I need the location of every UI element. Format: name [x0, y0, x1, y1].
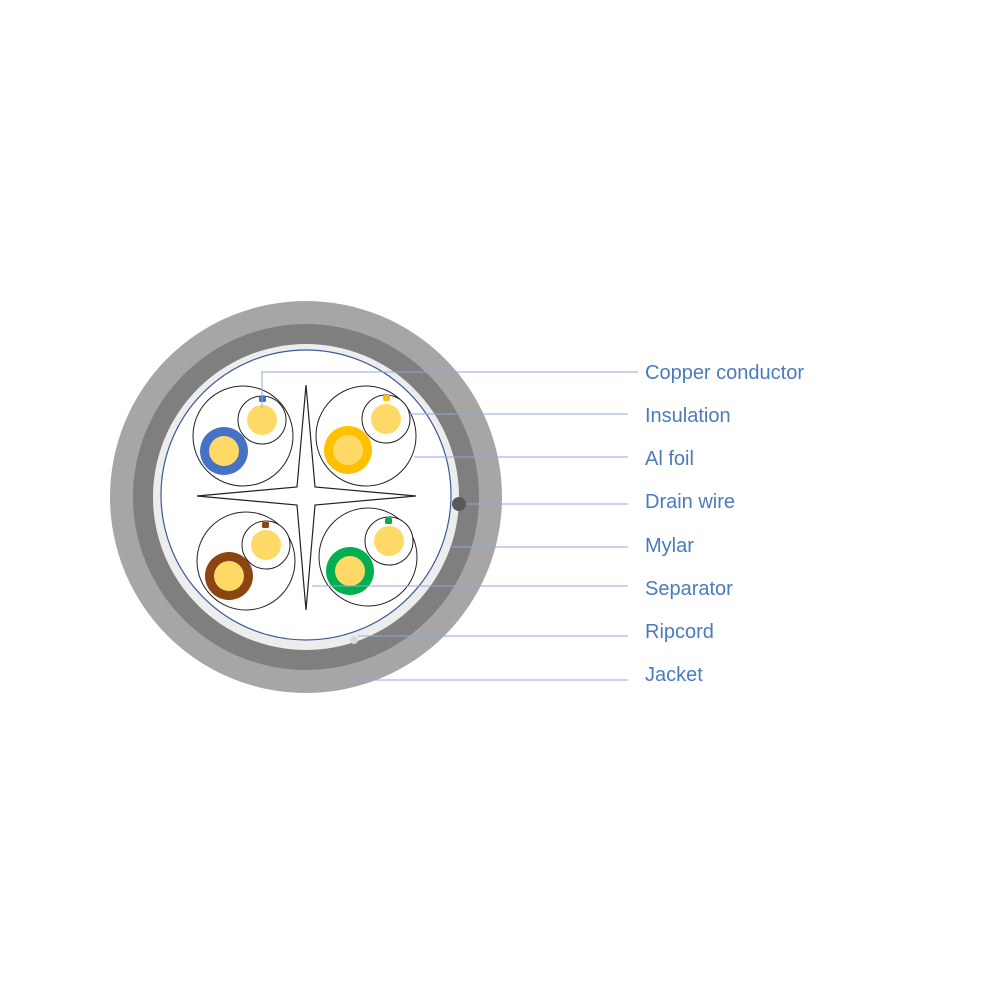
label-separator: Separator [645, 578, 733, 600]
pair-brown-conductor-b [251, 530, 281, 560]
pair-orange-conductor-b [371, 404, 401, 434]
pair-green-conductor-a [335, 556, 365, 586]
pair-brown-conductor-a [214, 561, 244, 591]
label-jacket: Jacket [645, 664, 703, 686]
leader-copper-conductor [261, 371, 638, 408]
pair-orange [315, 385, 417, 487]
pair-orange-conductor-a [333, 435, 363, 465]
pair-blue [192, 385, 294, 487]
pair-orange-stripe [383, 395, 390, 401]
label-insulation: Insulation [645, 405, 731, 427]
label-mylar: Mylar [645, 535, 694, 557]
pair-green-conductor-b [374, 526, 404, 556]
leader-lines [261, 371, 638, 681]
pair-blue-conductor-a [209, 436, 239, 466]
pair-brown [196, 511, 296, 611]
ripcord [350, 636, 358, 644]
label-copper-conductor: Copper conductor [645, 362, 804, 384]
label-al-foil: Al foil [645, 448, 694, 470]
cross-separator [196, 384, 417, 611]
pair-blue-conductor-b [247, 405, 277, 435]
pair-green-stripe [385, 518, 392, 524]
callout-labels: Copper conductor Insulation Al foil Drai… [645, 362, 804, 686]
label-ripcord: Ripcord [645, 621, 714, 643]
drain-wire [452, 497, 466, 511]
pair-green [318, 507, 418, 607]
label-drain-wire: Drain wire [645, 491, 735, 513]
pair-brown-stripe [262, 522, 269, 528]
